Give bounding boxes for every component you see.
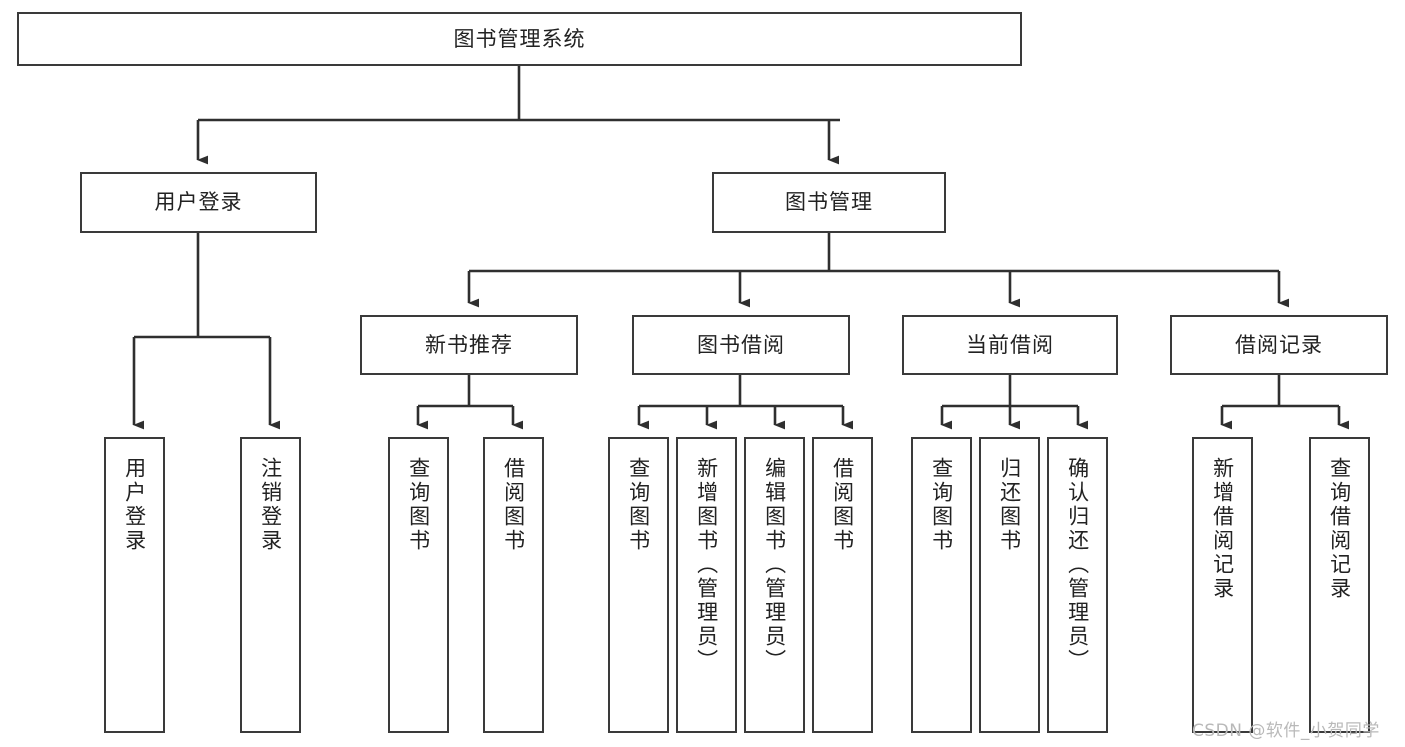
node-new-book-recommend[interactable]: 新书推荐 (360, 315, 578, 375)
node-label: 归还图书 (997, 457, 1022, 553)
node-label: 新增图书（管理员） (694, 457, 719, 673)
node-book-management[interactable]: 图书管理 (712, 172, 946, 233)
node-label: 确认归还（管理员） (1065, 457, 1090, 673)
node-label: 图书管理系统 (453, 26, 586, 51)
leaf-borrow-book-recommend[interactable]: 借阅图书 (483, 437, 544, 733)
leaf-query-borrow-record[interactable]: 查询借阅记录 (1309, 437, 1370, 733)
node-label: 新书推荐 (425, 332, 513, 357)
node-label: 用户登录 (154, 190, 243, 215)
node-label: 借阅图书 (501, 457, 526, 553)
node-label: 查询图书 (929, 457, 954, 553)
leaf-query-book-borrow[interactable]: 查询图书 (608, 437, 669, 733)
leaf-return-book[interactable]: 归还图书 (979, 437, 1040, 733)
leaf-add-borrow-record[interactable]: 新增借阅记录 (1192, 437, 1253, 733)
node-root-system[interactable]: 图书管理系统 (17, 12, 1022, 66)
node-label: 当前借阅 (966, 332, 1054, 357)
node-label: 图书借阅 (697, 332, 785, 357)
node-current-borrow[interactable]: 当前借阅 (902, 315, 1118, 375)
leaf-borrow-book[interactable]: 借阅图书 (812, 437, 873, 733)
node-label: 查询图书 (626, 457, 651, 553)
leaf-confirm-return-admin[interactable]: 确认归还（管理员） (1047, 437, 1108, 733)
leaf-edit-book-admin[interactable]: 编辑图书（管理员） (744, 437, 805, 733)
node-label: 查询借阅记录 (1327, 457, 1352, 601)
node-label: 编辑图书（管理员） (762, 457, 787, 673)
node-borrow-record[interactable]: 借阅记录 (1170, 315, 1388, 375)
leaf-query-book-recommend[interactable]: 查询图书 (388, 437, 449, 733)
leaf-logout[interactable]: 注销登录 (240, 437, 301, 733)
node-label: 用户登录 (122, 457, 147, 553)
node-label: 注销登录 (258, 457, 283, 553)
node-user-login[interactable]: 用户登录 (80, 172, 317, 233)
leaf-user-login[interactable]: 用户登录 (104, 437, 165, 733)
node-book-borrow[interactable]: 图书借阅 (632, 315, 850, 375)
leaf-add-book-admin[interactable]: 新增图书（管理员） (676, 437, 737, 733)
node-label: 借阅图书 (830, 457, 855, 553)
csdn-watermark: CSDN @软件_小贺同学 (1192, 721, 1380, 741)
node-label: 图书管理 (785, 190, 873, 215)
node-label: 借阅记录 (1235, 332, 1323, 357)
node-label: 新增借阅记录 (1210, 457, 1235, 601)
node-label: 查询图书 (406, 457, 431, 553)
leaf-query-book-current[interactable]: 查询图书 (911, 437, 972, 733)
